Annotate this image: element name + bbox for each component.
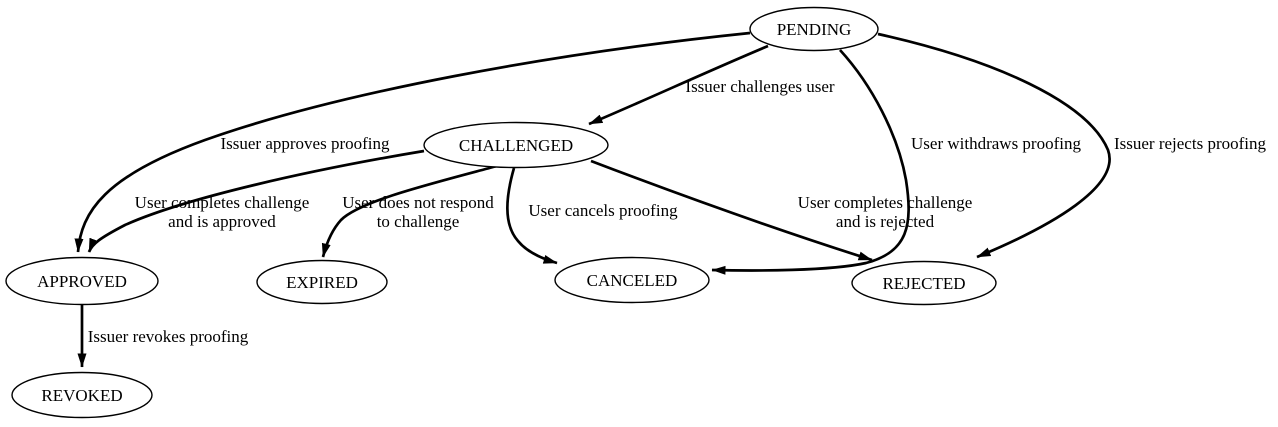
edge-label-user-completes-challenge-rejected-line2: and is rejected xyxy=(836,212,935,231)
pending-label: PENDING xyxy=(777,20,852,39)
edge-line-pending-rejected xyxy=(877,32,1111,259)
edge-label-user-cancels-proofing: User cancels proofing xyxy=(528,201,678,220)
edge-label-issuer-approves-proofing: Issuer approves proofing xyxy=(220,134,390,153)
edge-line-pending-canceled xyxy=(711,49,910,275)
canceled-ellipse xyxy=(554,256,710,304)
edge-label-user-does-not-respond-line2: to challenge xyxy=(377,212,460,231)
rejected-ellipse xyxy=(851,260,997,306)
edge-challenged-canceled: User cancels proofing xyxy=(506,167,678,265)
edge-line-challenged-canceled xyxy=(506,167,558,265)
edge-pending-approved: Issuer approves proofing xyxy=(74,31,751,253)
edge-label-issuer-revokes-proofing: Issuer revokes proofing xyxy=(88,327,249,346)
state-node-revoked: REVOKED xyxy=(11,371,153,419)
edge-label-user-completes-challenge-rejected-line1: User completes challenge xyxy=(798,193,973,212)
challenged-ellipse xyxy=(423,121,609,169)
rejected-label: REJECTED xyxy=(882,274,965,293)
approved-label: APPROVED xyxy=(37,272,127,291)
state-node-approved: APPROVED xyxy=(5,256,159,306)
edge-approved-revoked: Issuer revokes proofing xyxy=(77,305,249,368)
edge-pending-rejected: Issuer rejects proofing xyxy=(877,32,1267,259)
edge-pending-challenged: Issuer challenges user xyxy=(588,44,835,126)
state-node-challenged: CHALLENGED xyxy=(423,121,609,169)
state-node-rejected: REJECTED xyxy=(851,260,997,306)
edge-label-issuer-challenges-user: Issuer challenges user xyxy=(685,77,835,96)
edge-label-user-completes-challenge-approved-line2: and is approved xyxy=(168,212,276,231)
edge-label-user-completes-challenge-approved-line1: User completes challenge xyxy=(135,193,310,212)
edge-line-pending-challenged xyxy=(588,44,769,126)
edge-label-user-withdraws-proofing: User withdraws proofing xyxy=(911,134,1081,153)
edge-challenged-rejected: User completes challenge and is rejected xyxy=(590,159,973,262)
revoked-ellipse xyxy=(11,371,153,419)
edge-label-user-does-not-respond-line1: User does not respond xyxy=(342,193,494,212)
approved-ellipse xyxy=(5,256,159,306)
expired-ellipse xyxy=(256,259,388,305)
edge-line-challenged-expired xyxy=(321,164,498,258)
challenged-label: CHALLENGED xyxy=(459,136,573,155)
edge-line-challenged-rejected xyxy=(590,159,873,262)
edge-challenged-expired: User does not respond to challenge xyxy=(321,164,498,258)
edge-line-challenged-approved xyxy=(87,149,425,253)
expired-label: EXPIRED xyxy=(286,273,358,292)
state-node-canceled: CANCELED xyxy=(554,256,710,304)
edge-challenged-approved: User completes challenge and is approved xyxy=(87,149,425,253)
edge-label-issuer-rejects-proofing: Issuer rejects proofing xyxy=(1114,134,1267,153)
edge-line-pending-approved xyxy=(74,31,751,253)
edge-pending-canceled: User withdraws proofing xyxy=(711,49,1081,275)
pending-ellipse xyxy=(749,6,879,52)
revoked-label: REVOKED xyxy=(41,386,122,405)
canceled-label: CANCELED xyxy=(587,271,678,290)
state-node-expired: EXPIRED xyxy=(256,259,388,305)
state-node-pending: PENDING xyxy=(749,6,879,52)
